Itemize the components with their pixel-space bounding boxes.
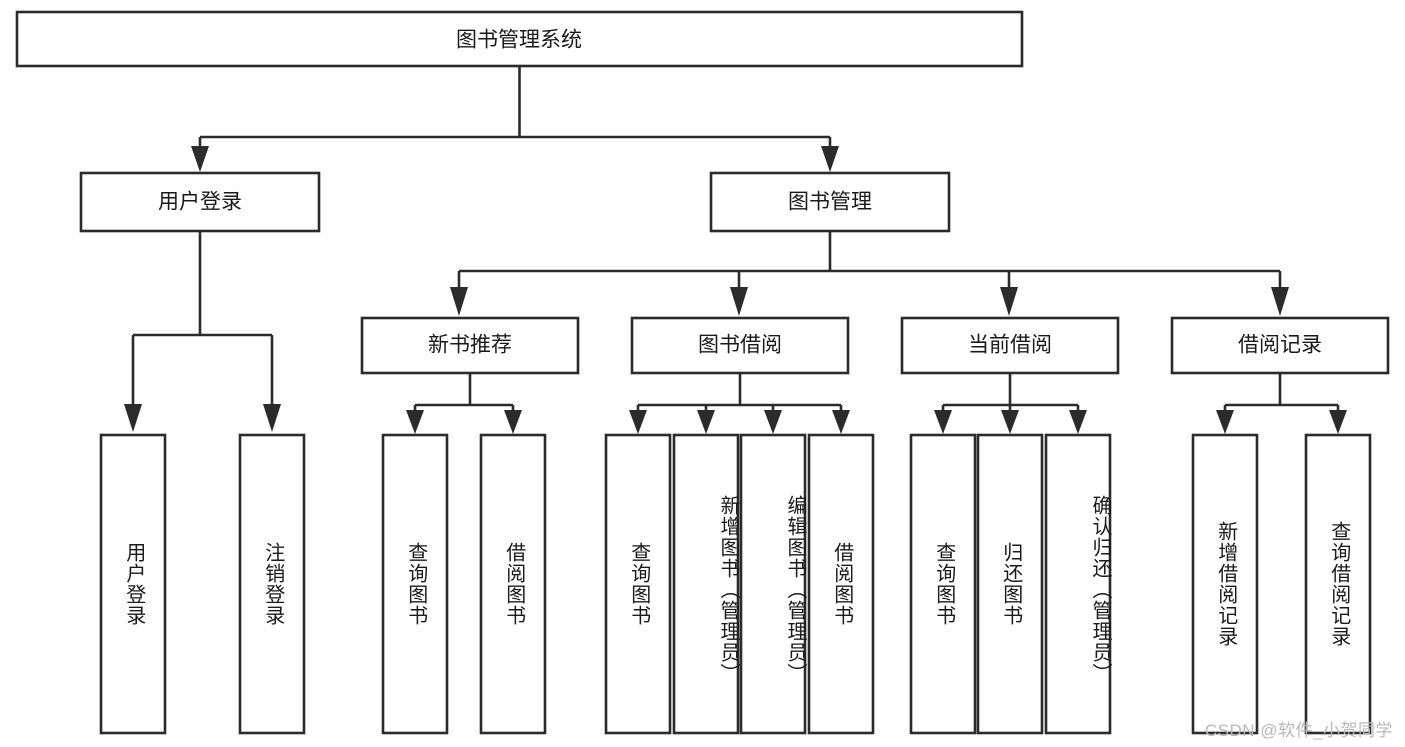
leaf-return-book-rect[interactable] xyxy=(976,433,1044,735)
arrow-to-leaf-edit-book xyxy=(764,410,782,434)
node-user-login-label: 用户登录 xyxy=(158,191,242,214)
arrow-to-leaf-query-book-2 xyxy=(629,410,647,434)
leaf-add-book-rect[interactable] xyxy=(672,433,740,735)
csdn-watermark: CSDN @软件_小贺同学 xyxy=(1204,721,1393,740)
arrow-to-leaf-logout xyxy=(263,404,281,432)
arrow-to-current-borrow xyxy=(1000,287,1018,316)
node-borrow-record-label: 借阅记录 xyxy=(1238,334,1322,357)
arrow-to-leaf-add-record xyxy=(1216,410,1234,434)
arrow-to-user-login xyxy=(191,146,209,172)
leaf-add-record-rect[interactable] xyxy=(1191,433,1259,735)
arrow-to-leaf-return-book xyxy=(1001,410,1019,434)
node-book-mgmt-rect[interactable] xyxy=(709,171,951,233)
node-current-borrow-label: 当前借阅 xyxy=(968,334,1052,357)
node-book-borrow-label: 图书借阅 xyxy=(698,334,782,357)
arrow-to-leaf-query-record xyxy=(1329,410,1347,434)
arrow-to-leaf-add-book xyxy=(697,410,715,434)
node-borrow-record-rect[interactable] xyxy=(1170,316,1390,375)
leaf-query-book-2-rect[interactable] xyxy=(604,433,672,735)
leaf-query-book-1-rect[interactable] xyxy=(381,433,449,735)
leaf-query-record-rect[interactable] xyxy=(1304,433,1372,735)
arrow-to-leaf-user-login xyxy=(124,404,142,432)
leaf-edit-book-rect[interactable] xyxy=(739,433,807,735)
node-current-borrow-rect[interactable] xyxy=(900,316,1120,375)
leaf-borrow-book-2-rect[interactable] xyxy=(807,433,875,735)
arrow-to-leaf-borrow-book-1 xyxy=(504,410,522,434)
leaf-confirm-return-rect[interactable] xyxy=(1044,433,1112,735)
node-root-label: 图书管理系统 xyxy=(456,29,582,52)
node-root-rect[interactable] xyxy=(15,10,1024,68)
leaf-borrow-book-1-rect[interactable] xyxy=(479,433,547,735)
arrow-to-borrow-record xyxy=(1271,287,1289,316)
arrow-to-new-book xyxy=(450,287,468,316)
arrow-to-leaf-borrow-book-2 xyxy=(832,410,850,434)
leaf-logout-rect[interactable] xyxy=(238,433,306,735)
node-book-borrow-rect[interactable] xyxy=(630,316,850,375)
node-book-mgmt-label: 图书管理 xyxy=(788,191,872,214)
arrow-to-book-mgmt xyxy=(821,146,839,172)
node-new-book-rect[interactable] xyxy=(360,316,580,375)
leaf-user-login-rect[interactable] xyxy=(99,433,167,735)
leaf-query-book-3-rect[interactable] xyxy=(909,433,977,735)
node-new-book-label: 新书推荐 xyxy=(428,334,512,357)
arrow-to-leaf-confirm-return xyxy=(1069,410,1087,434)
arrow-to-leaf-query-book-1 xyxy=(406,410,424,434)
arrow-to-leaf-query-book-3 xyxy=(934,410,952,434)
arrow-to-book-borrow xyxy=(730,287,748,316)
